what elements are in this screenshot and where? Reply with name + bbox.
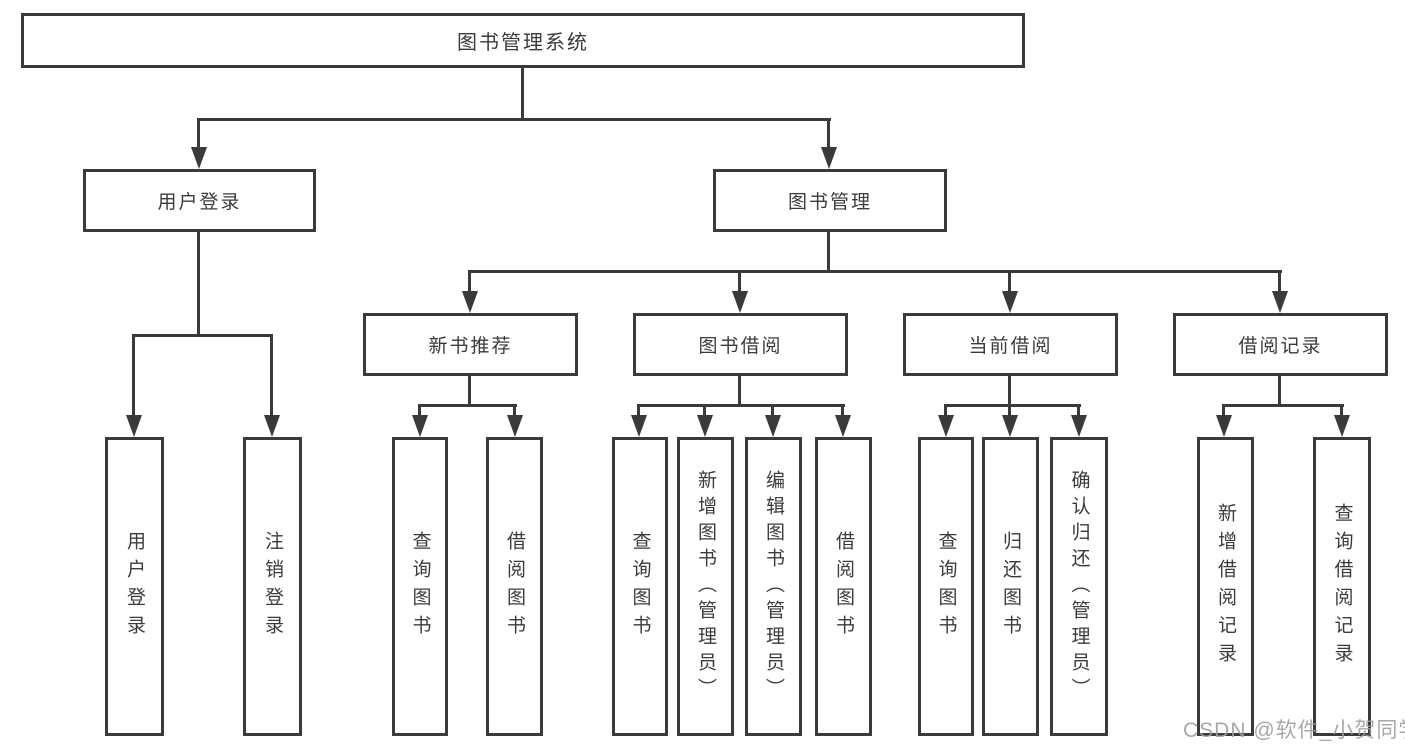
arrowhead-icon <box>938 415 954 437</box>
arrowhead-icon <box>462 291 478 313</box>
connector-rail <box>637 404 845 407</box>
node-book-management: 图书管理 <box>713 169 947 232</box>
connector-drop <box>270 334 273 417</box>
connector-drop <box>1008 404 1011 417</box>
connector-drop <box>771 404 774 417</box>
connector-book-mgmt-rail <box>468 270 1282 273</box>
arrowhead-icon <box>126 415 142 437</box>
connector-user-login-stem <box>197 229 200 337</box>
connector-drop <box>841 404 844 417</box>
connector-drop <box>1077 404 1080 417</box>
connector-root-rail <box>197 118 831 121</box>
connector-drop <box>513 404 516 417</box>
arrowhead-icon <box>1071 415 1087 437</box>
leaf-confirm-return-admin: 确认归还（管理员） <box>1050 437 1108 736</box>
connector-drop <box>1008 270 1011 293</box>
leaf-query-book: 查询图书 <box>612 437 668 736</box>
leaf-logout: 注销登录 <box>243 437 302 736</box>
leaf-add-borrow-record: 新增借阅记录 <box>1197 437 1254 736</box>
connector-drop-book-mgmt <box>827 118 830 150</box>
leaf-query-borrow-record: 查询借阅记录 <box>1313 437 1371 736</box>
connector-drop <box>738 270 741 293</box>
arrowhead-icon <box>821 147 837 169</box>
arrowhead-icon <box>835 415 851 437</box>
node-borrowing-records: 借阅记录 <box>1173 313 1388 376</box>
arrowhead-icon <box>507 415 523 437</box>
connector-drop <box>468 270 471 293</box>
connector-rail <box>1222 404 1344 407</box>
arrowhead-icon <box>1002 291 1018 313</box>
connector-drop <box>1222 404 1225 417</box>
connector-stem <box>738 374 741 407</box>
connector-user-login-rail <box>132 334 273 337</box>
arrowhead-icon <box>264 415 280 437</box>
arrowhead-icon <box>1334 415 1350 437</box>
arrowhead-icon <box>1002 415 1018 437</box>
connector-drop-user-login <box>197 118 200 150</box>
connector-book-mgmt-stem <box>827 229 830 273</box>
arrowhead-icon <box>1216 415 1232 437</box>
connector-drop <box>418 404 421 417</box>
connector-root-stem <box>521 66 524 120</box>
arrowhead-icon <box>191 147 207 169</box>
connector-drop <box>1278 270 1281 293</box>
arrowhead-icon <box>732 291 748 313</box>
connector-rail <box>944 404 1081 407</box>
leaf-query-book: 查询图书 <box>392 437 448 736</box>
leaf-edit-book-admin: 编辑图书（管理员） <box>745 437 802 736</box>
connector-drop <box>637 404 640 417</box>
connector-drop <box>132 334 135 417</box>
leaf-borrow-book: 借阅图书 <box>815 437 872 736</box>
arrowhead-icon <box>697 415 713 437</box>
node-current-borrowing: 当前借阅 <box>903 313 1118 376</box>
node-library-system: 图书管理系统 <box>21 13 1025 68</box>
leaf-query-book: 查询图书 <box>918 437 974 736</box>
leaf-borrow-book: 借阅图书 <box>486 437 543 736</box>
csdn-watermark: CSDN @软件_小贺同学 <box>1183 719 1405 742</box>
connector-drop <box>1340 404 1343 417</box>
leaf-return-book: 归还图书 <box>982 437 1039 736</box>
leaf-user-login: 用户登录 <box>105 437 164 736</box>
connector-drop <box>703 404 706 417</box>
connector-rail <box>418 404 517 407</box>
arrowhead-icon <box>412 415 428 437</box>
connector-stem <box>1278 374 1281 407</box>
leaf-add-book-admin: 新增图书（管理员） <box>677 437 734 736</box>
connector-drop <box>944 404 947 417</box>
connector-stem <box>1008 374 1011 407</box>
arrowhead-icon <box>631 415 647 437</box>
connector-stem <box>468 374 471 407</box>
arrowhead-icon <box>1272 291 1288 313</box>
node-new-book-recommend: 新书推荐 <box>363 313 578 376</box>
node-book-borrowing: 图书借阅 <box>633 313 848 376</box>
node-user-login: 用户登录 <box>83 169 316 232</box>
arrowhead-icon <box>765 415 781 437</box>
